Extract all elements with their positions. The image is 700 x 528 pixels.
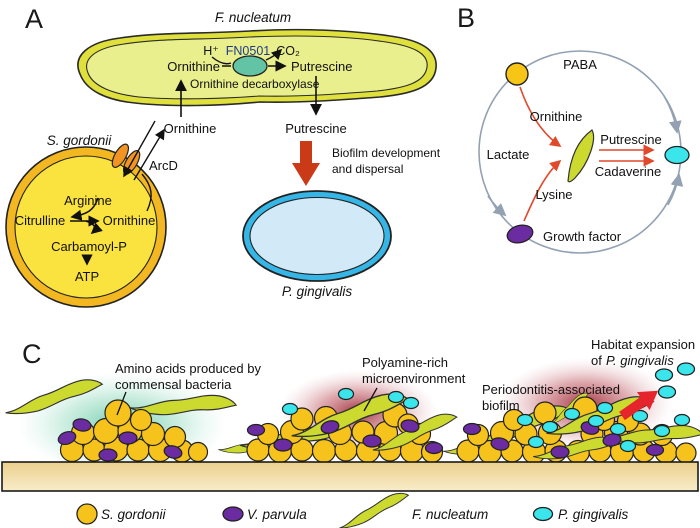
arginine-label: Arginine bbox=[64, 193, 112, 208]
callout2-line2: microenvironment bbox=[362, 371, 466, 386]
h-plus-label: H⁺ bbox=[203, 44, 219, 58]
b-cadaverine-label: Cadaverine bbox=[595, 164, 662, 179]
atp-label: ATP bbox=[75, 269, 99, 284]
ornithine-outside-label: Ornithine bbox=[164, 121, 217, 136]
putrescine-inside-label: Putrescine bbox=[291, 59, 352, 74]
figure-legend: S. gordonii V. parvula F. nucleatum P. g… bbox=[76, 490, 629, 528]
lysine-flow-arrow bbox=[523, 159, 562, 222]
callout4-line1: Habitat expansion bbox=[591, 337, 695, 352]
b-fnucleatum-cell bbox=[567, 129, 595, 183]
legend-sgordonii-icon bbox=[76, 503, 98, 525]
legend-pgingivalis-icon bbox=[532, 506, 554, 522]
fn0501-label: FN0501 bbox=[226, 44, 271, 58]
b-sgordonii-cell bbox=[505, 62, 529, 86]
citrulline-to-carbamoyl-arrow bbox=[85, 220, 103, 235]
ornithine-flow-arrow bbox=[519, 86, 562, 147]
growth-factor-arc-arrow bbox=[667, 173, 684, 206]
legend-fnucleatum-icon bbox=[334, 490, 413, 528]
callout3-line1: Periodontitis-associated bbox=[482, 382, 620, 397]
b-vparvula-cell bbox=[506, 224, 534, 244]
legend-fnucleatum-label: F. nucleatum bbox=[412, 507, 488, 522]
callout1-line1: Amino acids produced by bbox=[115, 361, 261, 376]
enzyme-name-label: Ornithine decarboxylase bbox=[190, 77, 320, 91]
paba-label: PABA bbox=[563, 57, 597, 72]
legend-vparvula-label: V. parvula bbox=[247, 507, 307, 522]
callout4-line2-prefix: of bbox=[591, 353, 602, 368]
arcd-export-arrow bbox=[133, 128, 165, 181]
callout4-line2-species: P. gingivalis bbox=[606, 353, 674, 368]
co2-arrow bbox=[265, 48, 283, 61]
sg-title: S. gordonii bbox=[47, 133, 113, 148]
putrescine-outside-label: Putrescine bbox=[285, 121, 346, 136]
legend-pgingivalis-label: P. gingivalis bbox=[558, 507, 629, 522]
biofilm-caption-line2: and dispersal bbox=[332, 162, 403, 176]
ornithine-sg-label: Ornithine bbox=[103, 213, 156, 228]
habitat-expansion-arrow bbox=[619, 390, 659, 421]
hplus-line bbox=[211, 56, 232, 65]
lactate-label: Lactate bbox=[487, 147, 530, 162]
b-pgingivalis-cell bbox=[664, 145, 690, 165]
substrate-surface bbox=[1, 461, 699, 492]
lactate-arc-arrow bbox=[487, 195, 507, 217]
ornithine-to-arcd-line bbox=[141, 173, 152, 212]
fn0501-enzyme bbox=[232, 55, 268, 77]
callout1-pointer bbox=[116, 391, 127, 416]
sg-cell bbox=[5, 146, 167, 308]
growth-factor-label: Growth factor bbox=[543, 229, 622, 244]
citrulline-label: Citrulline bbox=[15, 213, 66, 228]
panel-b-letter: B bbox=[457, 3, 475, 33]
arcd-label: ArcD bbox=[149, 158, 178, 173]
lysine-label: Lysine bbox=[535, 187, 572, 202]
paba-arc-arrow bbox=[663, 95, 682, 134]
legend-sgordonii-label: S. gordonii bbox=[101, 507, 167, 522]
biofilm-effect-arrow bbox=[292, 141, 320, 186]
callout2-pointer bbox=[363, 387, 378, 412]
arcd-import-arrow bbox=[123, 120, 156, 178]
pg-cell bbox=[242, 190, 392, 282]
b-ornithine-label: Ornithine bbox=[530, 109, 583, 124]
carbamoyl-p-label: Carbamoyl-P bbox=[51, 239, 127, 254]
biofilm-caption-line1: Biofilm development bbox=[332, 146, 441, 160]
callout2-line1: Polyamine-rich bbox=[362, 355, 448, 370]
escaping-pg-cells bbox=[654, 362, 696, 399]
ornithine-inside-label: Ornithine bbox=[167, 59, 220, 74]
b-putrescine-label: Putrescine bbox=[600, 132, 661, 147]
pg-title: P. gingivalis bbox=[282, 284, 353, 299]
co2-label: CO₂ bbox=[276, 44, 300, 58]
fn-title: F. nucleatum bbox=[215, 10, 291, 25]
biofilm-cluster-2 bbox=[217, 387, 461, 464]
arginine-to-citrulline-arrow bbox=[70, 197, 99, 221]
biofilm-cluster-3 bbox=[442, 390, 700, 465]
panel-a-letter: A bbox=[25, 4, 43, 34]
panel-c-letter: C bbox=[22, 339, 42, 369]
callout3-line2: biofilm bbox=[482, 398, 520, 413]
legend-vparvula-icon bbox=[222, 506, 244, 522]
callout1-line2: commensal bacteria bbox=[115, 377, 232, 392]
